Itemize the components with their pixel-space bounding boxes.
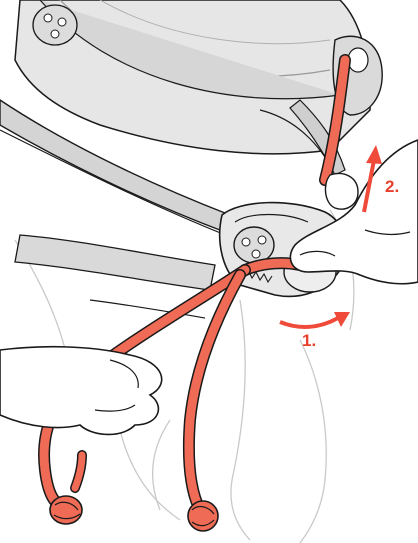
knot-left-icon bbox=[50, 496, 82, 524]
step-1-label: 1. bbox=[302, 331, 316, 350]
arrow-icon bbox=[280, 312, 350, 327]
left-hand-icon bbox=[0, 347, 162, 435]
knot-right-icon bbox=[188, 501, 218, 531]
step-2-label: 2. bbox=[385, 177, 399, 196]
